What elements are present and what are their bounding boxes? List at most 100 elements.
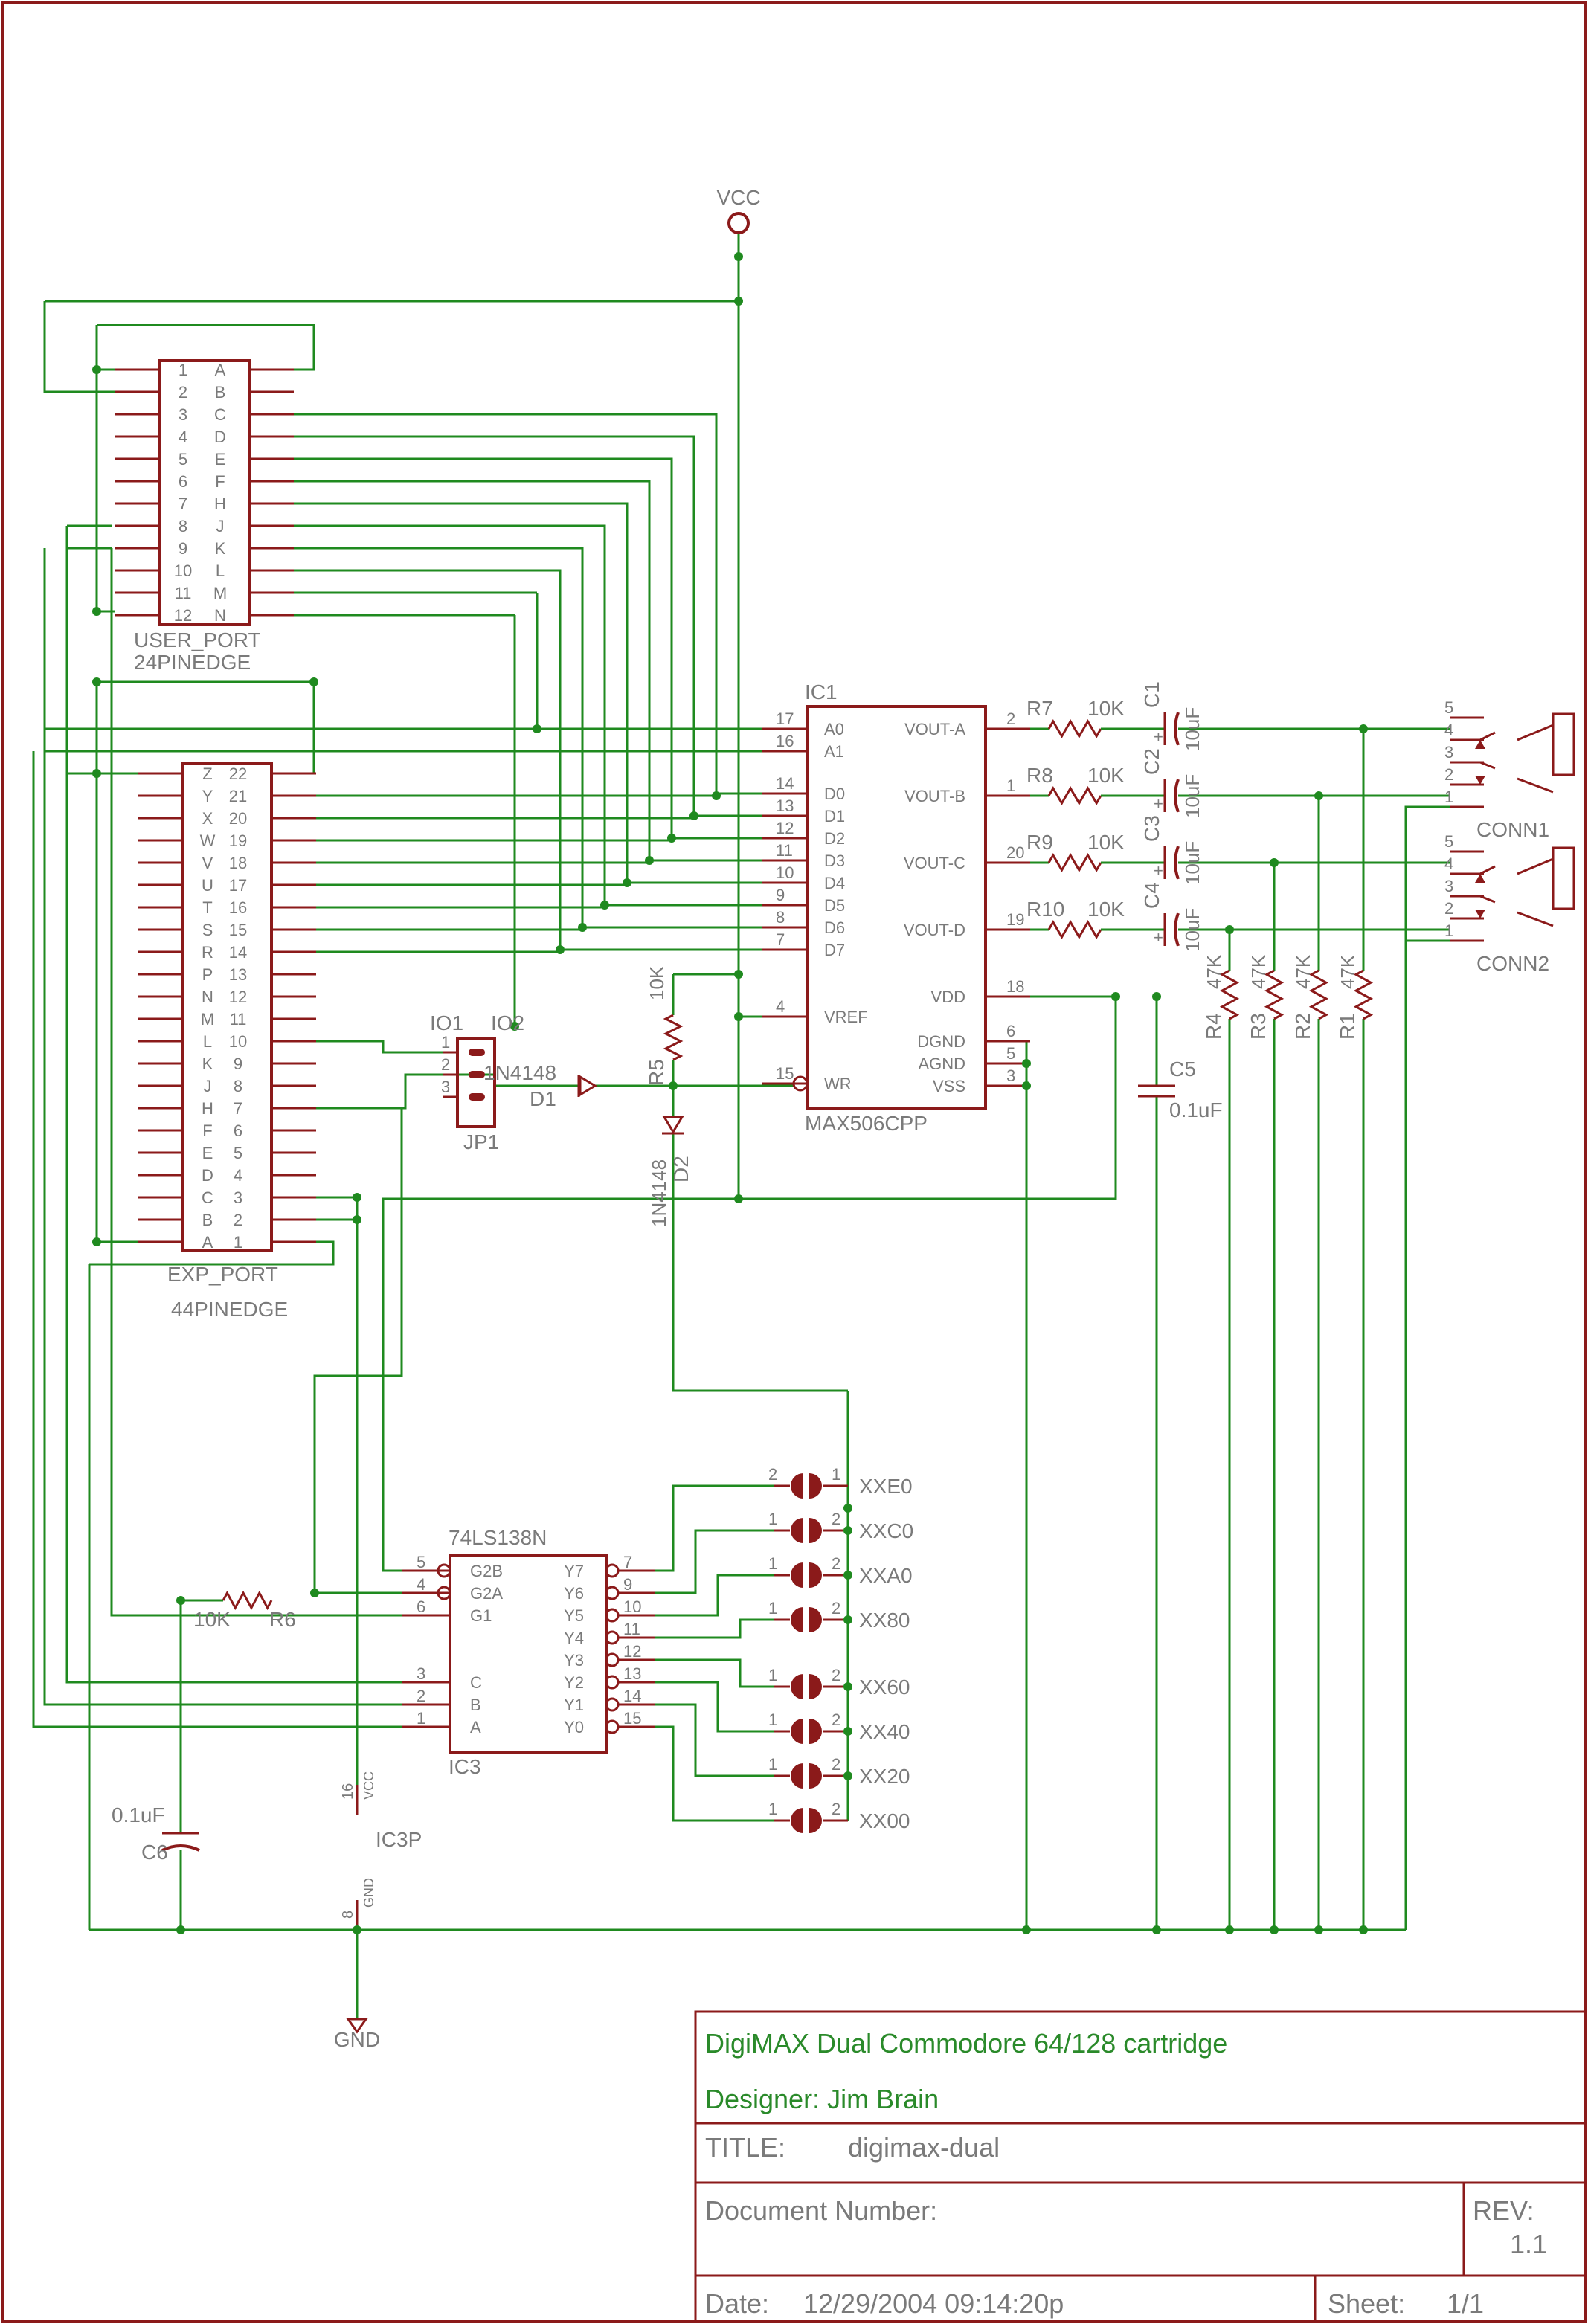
gnd-symbol: [346, 2018, 368, 2034]
user-port-pin-letter: E: [215, 450, 226, 469]
wire: [655, 1725, 774, 1822]
wire: [655, 1658, 774, 1688]
cap-plate-curved: [1174, 712, 1180, 746]
rev-value: 1.1: [1510, 2229, 1547, 2259]
solder-jumper-pin-number: 1: [768, 1755, 777, 1774]
junction-dot: [1270, 1925, 1279, 1934]
ic3-bubble: [605, 1652, 620, 1667]
ic1-pin-name: D1: [824, 807, 845, 825]
user-port-pin-letter: B: [215, 383, 226, 402]
cap-plate-curved: [161, 1844, 200, 1852]
jack-arrow: [1475, 910, 1485, 918]
wire: [65, 526, 402, 1684]
document-number-label: Document Number:: [705, 2195, 937, 2226]
junction-dot: [623, 878, 631, 887]
solder-jumper-half: [791, 1562, 803, 1588]
ic3-pin-name: A: [470, 1718, 481, 1736]
solder-jumper-name: XXA0: [859, 1564, 913, 1587]
jumper-contact: [469, 1049, 485, 1056]
cap-value: 10uF: [1181, 841, 1203, 885]
gnd-label: GND: [334, 2028, 380, 2051]
wire: [655, 1618, 774, 1639]
ic1-pin-name: D6: [824, 918, 845, 937]
user-port-pin-number: 2: [179, 383, 187, 402]
solder-jumper-half: [809, 1808, 822, 1833]
resistor-r5: [663, 1014, 684, 1061]
jack-pin-number: 2: [1444, 899, 1453, 918]
exp-port-pin-letter: E: [202, 1144, 213, 1162]
wire: [271, 817, 694, 953]
solder-jumper-half: [809, 1607, 822, 1632]
jumper-contact: [469, 1093, 485, 1101]
junction-dot: [1022, 1925, 1031, 1934]
user-port-pin-number: 3: [179, 405, 187, 424]
wire: [1228, 729, 1365, 971]
user-port-package: 24PINEDGE: [134, 651, 251, 674]
jack-pin-number: 1: [1444, 788, 1453, 806]
exp-port-pin-number: 4: [234, 1166, 242, 1185]
ic1-pin-name: D0: [824, 785, 845, 803]
cap-ref: C2: [1140, 748, 1163, 775]
exp-port-pin-number: 16: [229, 898, 247, 917]
exp-port-pin-number: 19: [229, 831, 247, 850]
cap-value: 10uF: [1181, 774, 1203, 818]
exp-port-pin-number: 1: [234, 1233, 242, 1252]
diode-d1-body: [579, 1075, 597, 1097]
cap-ref: C6: [141, 1841, 168, 1864]
ic3-pin-number: 4: [417, 1575, 425, 1594]
exp-port-pin-letter: W: [200, 831, 216, 850]
rev-label: REV:: [1473, 2195, 1534, 2226]
jack-contact: [1517, 724, 1554, 741]
user-port-pin-number: 5: [179, 450, 187, 469]
jumper-label-io1: IO1: [430, 1011, 463, 1034]
user-port-pin-number: 10: [174, 561, 192, 580]
junction-dot: [1314, 1925, 1323, 1934]
ic1-pin-number: 7: [776, 930, 785, 949]
ic3-pin-name: Y0: [564, 1718, 584, 1736]
solder-jumper-pin-number: 2: [768, 1465, 777, 1484]
junction-dot: [92, 607, 101, 616]
cap-plate-curved: [1174, 779, 1180, 813]
ic1-pin-name: WR: [824, 1075, 852, 1093]
ic1-pin-name: D5: [824, 896, 845, 915]
jack-arrow: [1475, 874, 1485, 883]
junction-dot: [1152, 1925, 1161, 1934]
jumper-body: [456, 1037, 496, 1128]
ic1-pin-name: D2: [824, 829, 845, 848]
ic1-pin-number: 6: [1006, 1022, 1015, 1040]
wire: [249, 547, 762, 929]
resistor-ref: R8: [1026, 764, 1053, 787]
ic1-part: MAX506CPP: [805, 1112, 928, 1135]
junction-dot: [556, 945, 565, 954]
connector-ref: CONN1: [1476, 818, 1549, 841]
ic3-bubble: [605, 1719, 620, 1734]
wire: [249, 502, 762, 884]
ic3-pin-number: 13: [623, 1664, 641, 1683]
ic1-pin-number: 5: [1006, 1044, 1015, 1063]
user-port-pin-letter: N: [214, 606, 226, 625]
jack-pin-number: 4: [1444, 854, 1453, 873]
ic3-pin-name: C: [470, 1673, 482, 1692]
exp-port-pin-number: 9: [234, 1055, 242, 1073]
ic1-pin-name: A1: [824, 742, 844, 761]
wire: [32, 751, 402, 1728]
exp-port-pin-letter: P: [202, 965, 213, 984]
resistor-ref: R1: [1336, 1013, 1359, 1040]
junction-dot: [734, 1012, 743, 1021]
solder-jumper-name: XX60: [859, 1676, 910, 1699]
resistor-ref: R4: [1202, 1013, 1225, 1040]
cap-polarity: +: [1154, 794, 1163, 813]
wire: [655, 1574, 774, 1617]
junction-dot: [843, 1615, 852, 1624]
exp-port-pin-letter: U: [202, 876, 213, 895]
wire: [1404, 805, 1450, 1930]
jumper-pin-number: 3: [441, 1078, 450, 1096]
ic3-pin-name: B: [470, 1696, 481, 1714]
wire: [249, 413, 762, 795]
resistor-ref: R3: [1247, 1013, 1270, 1040]
exp-port-pin-number: 17: [229, 876, 247, 895]
junction-dot: [309, 677, 318, 686]
ic3-power-pin-name: GND: [361, 1878, 376, 1908]
